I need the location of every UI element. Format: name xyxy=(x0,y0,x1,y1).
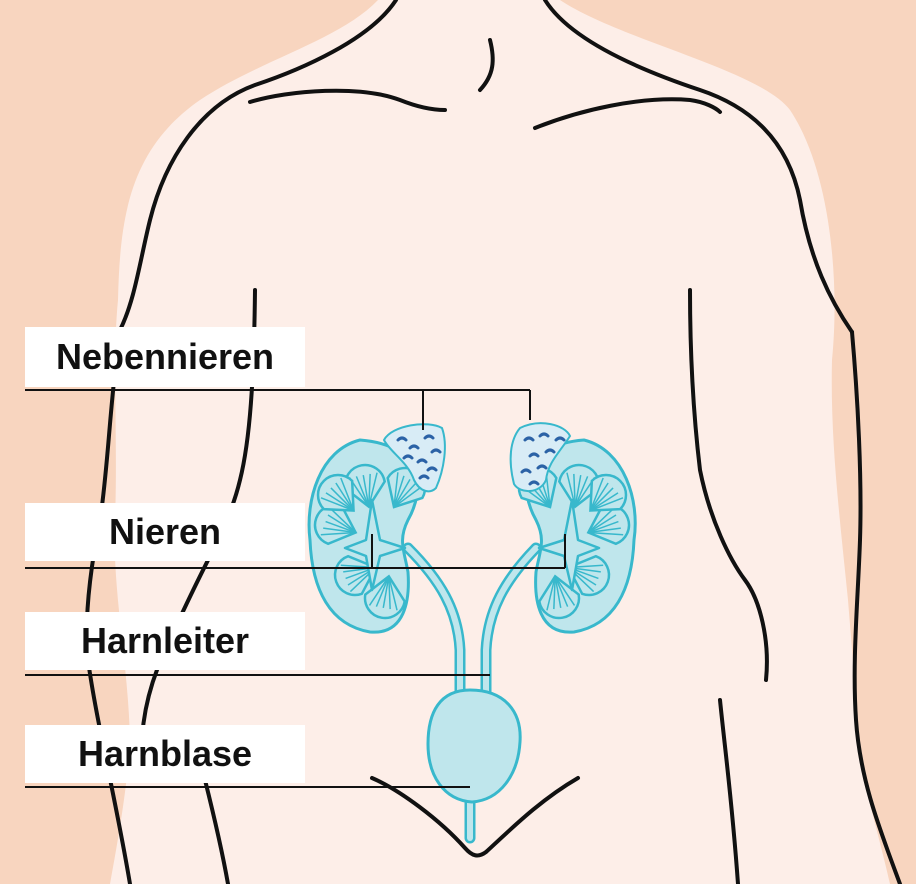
label-ureter: Harnleiter xyxy=(25,612,305,670)
label-adrenal-glands: Nebennieren xyxy=(25,327,305,387)
label-kidneys: Nieren xyxy=(25,503,305,561)
label-bladder: Harnblase xyxy=(25,725,305,783)
bladder xyxy=(428,690,520,802)
